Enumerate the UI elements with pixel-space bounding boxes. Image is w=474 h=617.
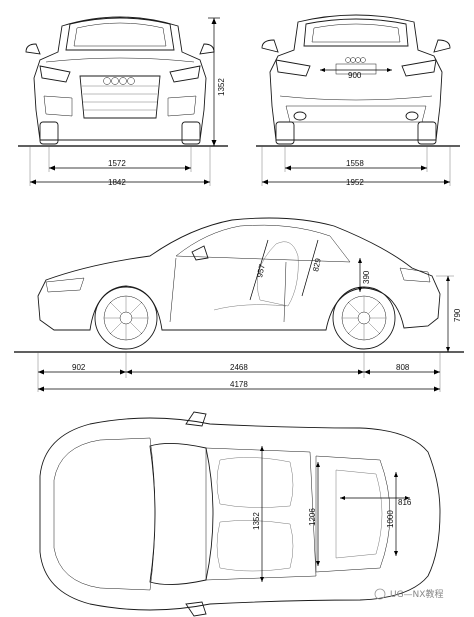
chat-icon xyxy=(374,588,386,600)
rear-overhang-label: 808 xyxy=(396,363,410,372)
front-height-label: 1352 xyxy=(217,78,226,96)
top-view: 1352 1206 1000 816 xyxy=(39,411,441,617)
trunk-width-label: 1000 xyxy=(386,510,395,528)
watermark-text: UG—NX教程 xyxy=(390,588,443,600)
front-overhang-label: 902 xyxy=(72,363,86,372)
front-width-label: 1842 xyxy=(108,178,126,187)
trunk-length-label: 816 xyxy=(398,498,412,507)
wheelbase-label: 2468 xyxy=(230,363,248,372)
rear-view: 900 1558 1952 xyxy=(256,14,460,187)
length-label: 4178 xyxy=(230,380,248,389)
trunk-height-label: 390 xyxy=(362,270,371,284)
rear-track-label: 1558 xyxy=(346,159,364,168)
seat-dim-a-label: 957 xyxy=(255,263,267,278)
cabin-width-label: 1352 xyxy=(252,512,261,530)
rear-height-790-label: 790 xyxy=(453,308,462,322)
rear-plate-label: 900 xyxy=(348,71,362,80)
front-view: 1352 1572 1842 xyxy=(18,16,228,187)
seat-dim-b-label: 829 xyxy=(311,257,323,272)
rear-width-label: 1952 xyxy=(346,178,364,187)
rear-seat-width-label: 1206 xyxy=(308,508,317,526)
front-track-label: 1572 xyxy=(108,159,126,168)
watermark: UG—NX教程 xyxy=(374,588,443,600)
side-view: 957 829 390 790 902 2468 808 4178 xyxy=(14,217,464,392)
